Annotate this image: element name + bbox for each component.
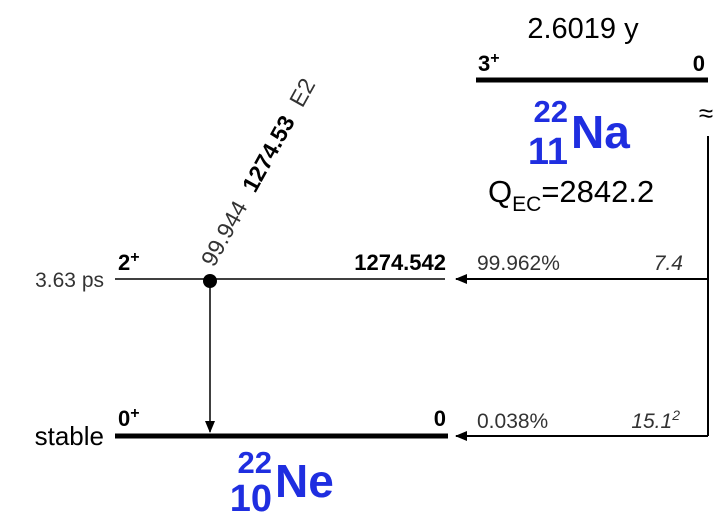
parent-level-energy: 0 — [693, 51, 705, 76]
level-2-energy: 0 — [434, 406, 446, 431]
level-1-energy: 1274.542 — [354, 250, 446, 275]
q-value: QEC=2842.2 — [488, 174, 654, 216]
daughter-symbol: Ne — [275, 455, 334, 507]
daughter-atomic-number: 10 — [230, 478, 272, 516]
level-2-spin-parity: 0+ — [118, 405, 140, 431]
level-1-half-life: 3.63 ps — [35, 269, 104, 292]
daughter-mass-number: 22 — [238, 445, 272, 480]
parent-symbol: Na — [571, 106, 630, 158]
level-2-half-life: stable — [35, 421, 104, 451]
branch-1-intensity: 99.962% — [477, 252, 560, 275]
gamma-label: 99.944 1274.53 E2 — [196, 74, 321, 271]
branch-1-logft: 7.4 — [654, 252, 683, 275]
parent-spin-parity: 3+ — [478, 50, 500, 76]
parent-half-life: 2.6019 y — [527, 13, 639, 45]
gamma-origin-dot — [203, 274, 217, 288]
level-1-spin-parity: 2+ — [118, 249, 140, 275]
parent-mass-number: 22 — [534, 94, 568, 129]
branch-2-intensity: 0.038% — [477, 410, 548, 433]
branch-2-logft: 15.12 — [631, 407, 680, 433]
parent-atomic-number: 11 — [528, 131, 568, 173]
break-symbol: ≈ — [699, 98, 713, 128]
